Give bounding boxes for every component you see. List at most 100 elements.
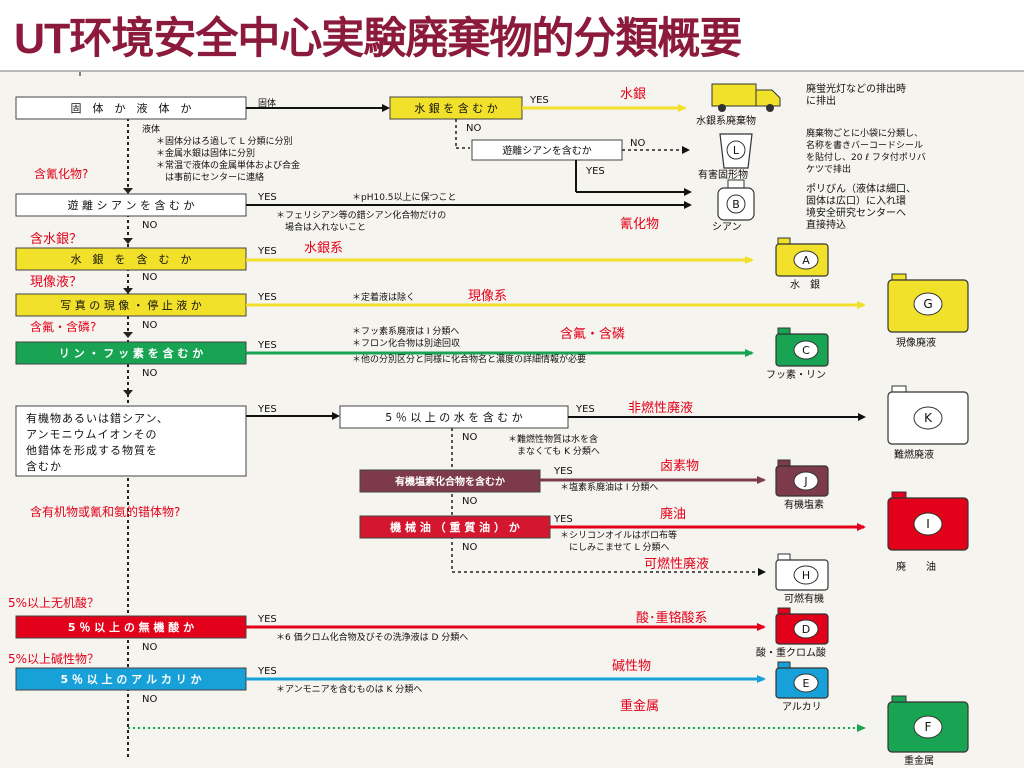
heavy-metal-annotation: 重金属 [620, 698, 659, 714]
bag-note-2: 名称を書きバーコードシール [806, 139, 923, 151]
cyanide-no: NO [142, 220, 157, 231]
poly-note-4: 直接持込 [806, 218, 846, 231]
oil-note-2: にしみこませて L 分類へ [560, 542, 669, 553]
container-B-letter: B [732, 198, 740, 211]
oil-type-annotation: 廃油 [660, 506, 686, 522]
solid-liquid-label: 固 体 か 液 体 か [71, 101, 192, 115]
mercury-annotation: 水銀 [620, 87, 646, 102]
photo-label: 写 真 の 現 像 ・ 停 止 液 か [60, 298, 201, 312]
bag-note-4: ケツで排出 [806, 163, 851, 175]
container-H-letter: H [802, 569, 810, 582]
flowchart: 固 体 か 液 体 か 固体 液体 ＊固体分はろ過して L 分類に分別 ＊金属水… [8, 72, 969, 767]
pf-label: リ ン ・ フ ッ 素 を 含 む か [59, 346, 203, 360]
bag-note-1: 廃棄物ごとに小袋に分類し、 [806, 127, 923, 139]
container-F-icon: F [887, 695, 969, 753]
container-C-letter: C [802, 344, 810, 357]
alkali-label: 5 ％ 以 上 の ア ル カ リ か [60, 672, 201, 686]
truck-icon [711, 83, 781, 112]
organic-line-3: 他錯体を形成する物質を [26, 443, 158, 457]
container-C-label: フッ素・リン [766, 368, 826, 381]
alkali-q-annotation: 5%以上碱性物？ [8, 652, 99, 666]
page-title: UT环境安全中心実験廃棄物的分類概要 [14, 4, 742, 66]
organic-line-2: アンモニウムイオンその [26, 428, 158, 441]
free-cyanide-label: 遊 離 シ ア ン を 含 む か [68, 198, 195, 212]
container-E-icon: E [775, 661, 829, 699]
chlorine-no: NO [462, 496, 477, 507]
cyanide-yes: YES [257, 192, 277, 203]
liquid-note-2: ＊金属水銀は固体に分別 [156, 147, 255, 159]
mercury-type-annotation: 水銀系 [304, 241, 343, 256]
container-L-letter: L [733, 144, 740, 157]
oil-no: NO [462, 542, 477, 553]
lamp-note-2: に排出 [806, 94, 836, 107]
container-G-letter: G [923, 297, 932, 311]
pf-no: NO [142, 368, 157, 379]
title-bar: UT环境安全中心実験廃棄物的分類概要 [0, 0, 1024, 70]
acid-yes: YES [257, 614, 277, 625]
oil-note-1: ＊シリコンオイルはボロ布等 [560, 529, 677, 541]
container-C-icon: C [775, 327, 829, 367]
container-A-icon: A [775, 237, 829, 277]
water-label: 5 ％ 以 上 の 水 を 含 む か [385, 410, 522, 424]
container-D-letter: D [802, 623, 810, 636]
cyanide-note-1: ＊pH10.5以上に保つこと [352, 191, 457, 203]
liquid-note-1: ＊固体分はろ過して L 分類に分別 [156, 135, 292, 147]
pf-note-3: ＊他の分別区分と同様に化合物名と濃度の詳細情報が必要 [352, 353, 586, 365]
title-divider [0, 70, 1024, 72]
container-I-label: 廃 油 [896, 560, 936, 573]
container-K-letter: K [924, 411, 933, 425]
organic-q-annotation: 含有机物或氰和氨的错体物? [30, 504, 180, 519]
container-L-label: 有害固形物 [698, 168, 748, 181]
chlorine-yes: YES [553, 466, 573, 477]
poly-note-3: 境安全研究センターへ [806, 206, 906, 219]
container-I-icon: I [887, 491, 969, 551]
water-no: NO [462, 432, 477, 443]
pf-q-annotation: 含氟・含磷? [30, 319, 96, 334]
flammable-annotation: 可燃性廃液 [644, 556, 709, 572]
container-B-icon: B [717, 179, 755, 221]
container-K-icon: K [887, 385, 969, 445]
acid-label: 5 ％ 以 上 の 無 機 酸 か [68, 620, 194, 634]
oil-label: 機 械 油 （ 重 質 油 ） か [390, 520, 520, 534]
mercury-label: 水 銀 を 含 む か [71, 252, 192, 266]
oil-yes: YES [553, 514, 573, 525]
container-E-label: アルカリ [782, 701, 822, 713]
mercury-q-annotation: 含水銀？ [30, 231, 82, 247]
photo-note: ＊定着液は除く [352, 291, 415, 303]
pointing-hand-icon [79, 72, 81, 76]
halide-annotation: 卤素物 [660, 458, 699, 474]
title-prefix: UT [14, 15, 70, 63]
container-J-icon: J [775, 459, 829, 497]
photo-no: NO [142, 320, 157, 331]
container-H-label: 可燃有機 [784, 592, 824, 605]
mercury-yes: YES [257, 246, 277, 257]
container-L-icon: L [719, 133, 753, 169]
lamp-note-1: 廃蛍光灯などの排出時 [806, 82, 906, 95]
title-main: 环境安全中心実験廃棄物的分類概要 [69, 14, 742, 64]
mercury-question-label: 水 銀 を 含 む か [414, 101, 497, 115]
container-J-label: 有機塩素 [784, 498, 824, 511]
alkali-yes: YES [257, 666, 277, 677]
organic-yes: YES [257, 404, 277, 415]
organic-line-1: 有機物あるいは錯シアン、 [26, 411, 169, 425]
solid-label: 固体 [258, 97, 276, 109]
halogen-annotation: 非燃性廃液 [628, 400, 693, 416]
container-G-icon: G [887, 273, 969, 333]
cyanide-small-yes: YES [585, 166, 605, 177]
liquid-note-3: ＊常温で液体の金属単体および合金 [156, 159, 300, 171]
container-A-label: 水 銀 [790, 278, 820, 291]
container-I-letter: I [926, 517, 930, 531]
mercury-q-no: NO [466, 123, 481, 134]
container-J-letter: J [803, 475, 807, 488]
acid-note: ＊6 価クロム化合物及びその洗浄液は D 分類へ [276, 631, 468, 643]
liquid-label: 液体 [142, 123, 160, 135]
photo-q-annotation: 現像液？ [30, 275, 82, 290]
cyanide-small-no: NO [630, 138, 645, 149]
cyanide-annotation: 氰化物 [620, 216, 659, 232]
chlorine-label: 有機塩素化合物を含むか [395, 475, 505, 488]
mercury-q-yes: YES [529, 95, 549, 106]
container-F-letter: F [925, 720, 932, 734]
container-G-label: 現像廃液 [896, 336, 936, 349]
photo-type-annotation: 現像系 [468, 289, 507, 304]
container-D-label: 酸・重クロム酸 [756, 646, 826, 659]
